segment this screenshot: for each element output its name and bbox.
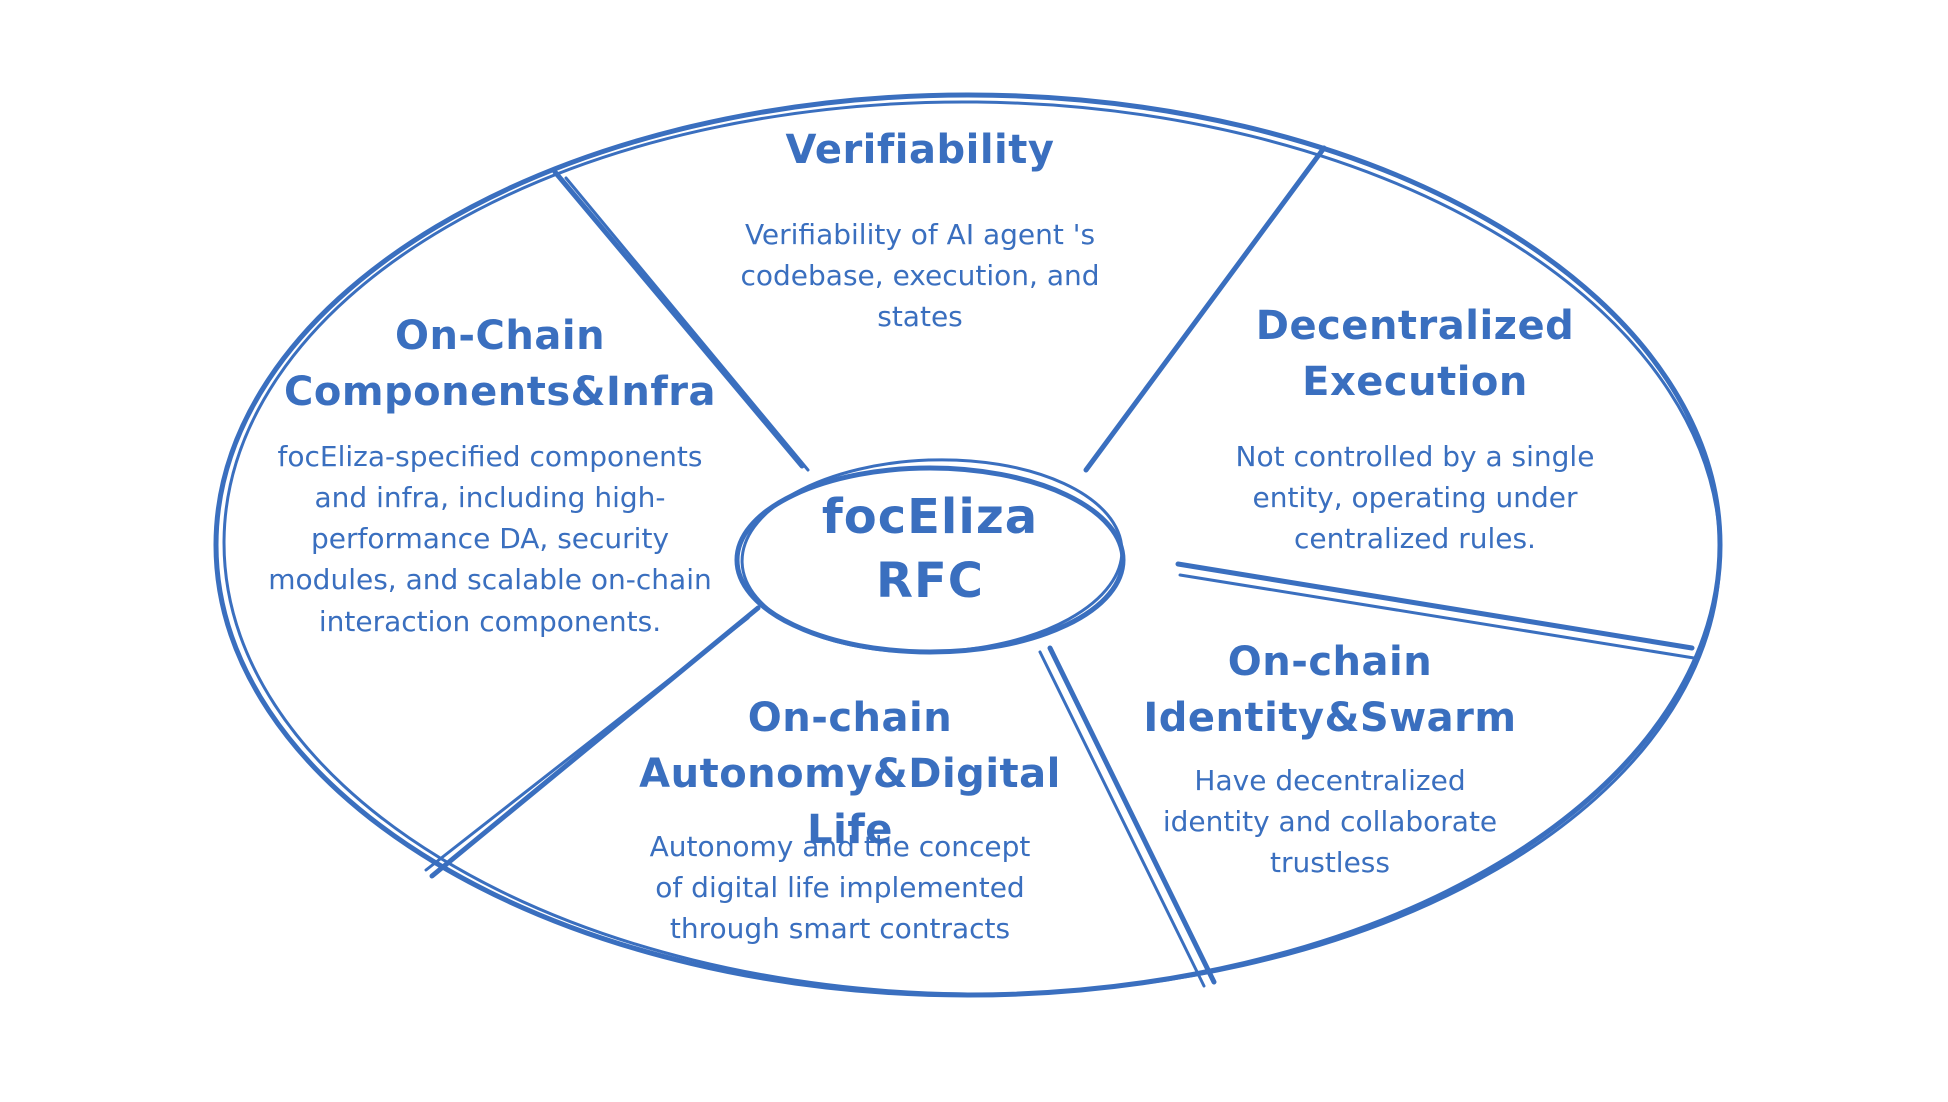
divider-upper-right (1083, 145, 1327, 473)
segment-components-infra-title: On-Chain Components&Infra (283, 313, 716, 415)
center-ellipse-sketch (740, 458, 1124, 654)
segment-components-infra-description: focEliza-specified components and infra,… (268, 440, 712, 638)
segment-verifiability-title: Verifiability (785, 127, 1055, 173)
divider-lower-left (424, 605, 761, 879)
segment-identity-swarm-title: On-chain Identity&Swarm (1143, 639, 1517, 741)
outer-ellipse-sketch (222, 100, 1722, 996)
segment-autonomy-digital-life-title: On-chain Autonomy&Digital Life (639, 695, 1061, 853)
segment-autonomy-digital-life-description: Autonomy and the concept of digital life… (649, 830, 1031, 946)
segment-verifiability-description: Verifiability of AI agent 's codebase, e… (740, 218, 1100, 334)
segment-decentralized-execution-title: Decentralized Execution (1255, 303, 1575, 405)
divider-right (1175, 561, 1696, 660)
divider-bottom-right (1038, 645, 1217, 988)
segment-identity-swarm-description: Have decentralized identity and collabor… (1162, 764, 1498, 880)
segment-decentralized-execution-description: Not controlled by a single entity, opera… (1235, 440, 1595, 556)
center-title: focEliza RFC (821, 489, 1039, 609)
divider-upper-left (552, 169, 810, 472)
